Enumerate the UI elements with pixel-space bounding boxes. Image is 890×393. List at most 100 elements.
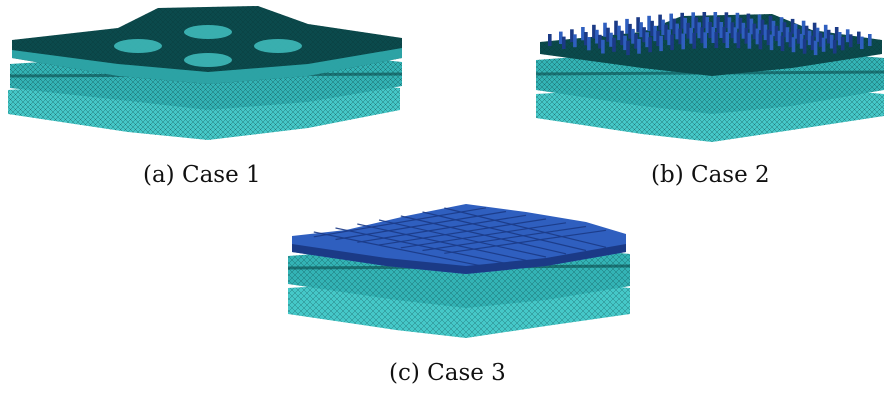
grid-lines bbox=[313, 207, 607, 268]
opening bbox=[184, 25, 232, 39]
pillar bbox=[669, 13, 673, 30]
pillar bbox=[727, 17, 732, 34]
pillar bbox=[725, 32, 730, 48]
pillar bbox=[573, 34, 577, 48]
pillar bbox=[813, 40, 818, 56]
pillar bbox=[686, 22, 690, 39]
pillar bbox=[581, 27, 585, 41]
pillar bbox=[675, 23, 679, 40]
pillar bbox=[700, 27, 704, 44]
case-1-mesh-figure bbox=[8, 2, 404, 150]
pillar bbox=[840, 37, 845, 51]
opening bbox=[184, 53, 232, 67]
pillar bbox=[650, 20, 654, 37]
grid-line bbox=[444, 229, 607, 254]
pillar bbox=[774, 25, 779, 42]
pillar bbox=[738, 17, 743, 34]
pillar bbox=[647, 15, 651, 32]
pillar bbox=[661, 19, 665, 36]
pillar bbox=[637, 38, 641, 54]
pillar bbox=[857, 31, 861, 44]
pillar bbox=[802, 38, 807, 54]
pillar bbox=[656, 30, 660, 47]
grid-line bbox=[400, 215, 567, 255]
grid-line bbox=[422, 225, 587, 252]
pillar bbox=[711, 27, 716, 43]
pillar bbox=[780, 35, 785, 52]
top-layer bbox=[12, 6, 402, 84]
pillar bbox=[672, 18, 676, 35]
pillar bbox=[620, 30, 624, 46]
pillar bbox=[804, 25, 809, 41]
pillar bbox=[799, 33, 804, 49]
pillar bbox=[747, 32, 752, 49]
pillar bbox=[757, 14, 762, 31]
pillar bbox=[829, 34, 834, 49]
pillar bbox=[785, 27, 790, 43]
pillar bbox=[779, 17, 784, 33]
pillar bbox=[642, 27, 646, 43]
pillar bbox=[801, 20, 806, 36]
pillar bbox=[689, 27, 693, 44]
pillar bbox=[810, 35, 815, 51]
pillar bbox=[683, 17, 687, 34]
pillar bbox=[777, 30, 782, 47]
pillar bbox=[758, 33, 763, 50]
pillar bbox=[562, 36, 566, 49]
pillar bbox=[548, 34, 552, 46]
pillar bbox=[670, 34, 674, 51]
pillar bbox=[790, 18, 795, 34]
case-2-mesh-figure bbox=[532, 2, 888, 150]
grid-line bbox=[422, 211, 587, 252]
pillar bbox=[769, 34, 774, 51]
pillar bbox=[760, 19, 765, 36]
pillar bbox=[702, 12, 707, 28]
pillar bbox=[648, 37, 652, 53]
case-3-mesh-svg bbox=[287, 204, 631, 338]
pillar bbox=[815, 27, 820, 42]
top-blue-grid bbox=[292, 204, 626, 274]
pillar bbox=[606, 27, 610, 42]
pillar bbox=[598, 34, 602, 49]
pillar bbox=[601, 39, 605, 54]
pillar bbox=[766, 29, 771, 46]
pillar bbox=[595, 29, 599, 44]
pillar bbox=[639, 22, 643, 38]
pillar bbox=[603, 22, 607, 37]
pillar bbox=[697, 22, 701, 39]
pillar bbox=[752, 23, 757, 40]
pillar bbox=[735, 12, 740, 29]
pillar bbox=[614, 20, 618, 36]
pillar bbox=[559, 31, 563, 44]
pillar bbox=[845, 29, 850, 43]
grid-line bbox=[335, 227, 507, 265]
pillar bbox=[788, 32, 793, 48]
pillar bbox=[636, 17, 640, 33]
caption-case-3: (c) Case 3 bbox=[389, 360, 506, 386]
pillar-array bbox=[548, 12, 872, 56]
pillar bbox=[705, 17, 710, 33]
pillar bbox=[664, 24, 668, 41]
pillar bbox=[692, 32, 696, 49]
grid-line bbox=[313, 207, 487, 238]
pillar bbox=[823, 24, 828, 39]
pillar bbox=[592, 24, 596, 39]
pillar bbox=[708, 22, 713, 38]
pillar bbox=[625, 18, 629, 34]
caption-case-1: (a) Case 1 bbox=[143, 162, 261, 188]
pillar bbox=[691, 12, 695, 29]
pillar bbox=[812, 22, 817, 37]
pillar bbox=[667, 29, 671, 46]
pillar bbox=[703, 32, 707, 49]
pillar bbox=[658, 14, 662, 31]
pillar bbox=[713, 12, 718, 28]
grid-line bbox=[444, 207, 607, 248]
pillar bbox=[793, 23, 798, 39]
pillar bbox=[722, 27, 727, 43]
pillar bbox=[837, 32, 842, 46]
pillar bbox=[741, 22, 746, 39]
pillar bbox=[623, 35, 627, 51]
grid-line bbox=[357, 214, 527, 243]
pillar bbox=[746, 13, 751, 30]
pillar bbox=[587, 37, 591, 51]
